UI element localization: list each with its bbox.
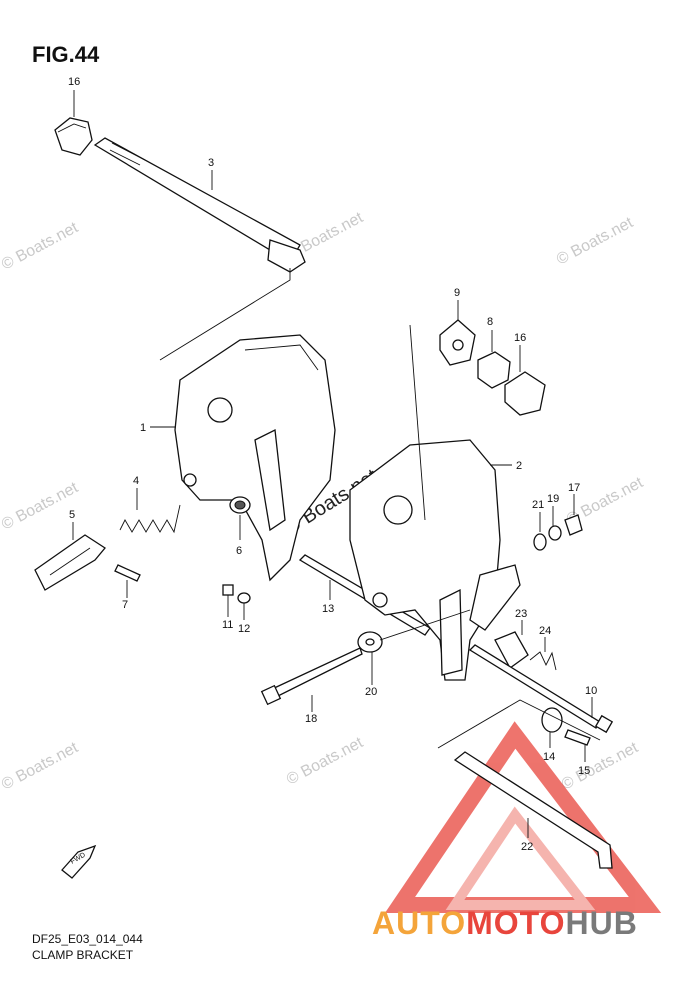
part-5-lever	[34, 522, 106, 591]
fwd-arrow-icon: FWD	[61, 844, 97, 879]
watermark-text: © Boats.net	[0, 479, 81, 534]
part-3-shaft	[93, 137, 306, 361]
part-8-nut	[477, 330, 511, 389]
part-11-12-nut-washer	[222, 584, 251, 620]
part-21-washer	[533, 512, 547, 551]
automotohub-logo-triangle	[384, 721, 662, 913]
watermark-text: © Boats.net	[284, 734, 366, 789]
callout-17: 17	[568, 482, 580, 494]
callout-14: 14	[543, 751, 555, 763]
watermark-text: © Boats.net	[559, 739, 641, 794]
callout-12: 12	[238, 623, 250, 635]
part-17-bushing	[564, 494, 583, 536]
part-7-pin	[114, 564, 141, 598]
part-16-cap	[504, 345, 546, 416]
callout-24: 24	[539, 625, 551, 637]
brand-hub: HUB	[565, 905, 638, 941]
callout-10: 10	[585, 685, 597, 697]
brand-auto: AUTO	[372, 905, 467, 941]
part-18-bolt	[260, 647, 363, 712]
callout-6: 6	[236, 545, 242, 557]
part-20-washer	[357, 609, 471, 685]
callout-16: 16	[68, 76, 80, 88]
part-24-spring	[529, 637, 557, 671]
callout-11: 11	[222, 619, 233, 631]
part-4-spring	[119, 488, 181, 534]
callout-23: 23	[515, 608, 527, 620]
callout-7: 7	[122, 599, 128, 611]
callout-3: 3	[208, 157, 214, 169]
automotohub-logo: AUTOMOTOHUB	[372, 905, 638, 942]
callout-8: 8	[487, 316, 493, 328]
callout-9: 9	[454, 287, 460, 299]
callout-18: 18	[305, 713, 317, 725]
part-6-washer	[229, 496, 251, 540]
part-9-plate	[409, 300, 476, 521]
callout-13: 13	[322, 603, 334, 615]
callouts: 16 3 1 4 5 6 7 11 12 13 9 8 16 2 21 19 1…	[68, 76, 597, 853]
callout-20: 20	[365, 686, 377, 698]
figure-title: FIG.44	[32, 42, 100, 67]
part-23-collar	[494, 620, 529, 669]
diagram-code: DF25_E03_014_044	[32, 932, 143, 946]
callout-16-right: 16	[514, 332, 526, 344]
part-14-collar	[541, 707, 563, 748]
callout-22: 22	[521, 841, 533, 853]
brand-moto: MOTO	[466, 905, 566, 941]
callout-2: 2	[516, 460, 522, 472]
part-15-bolt	[564, 729, 591, 762]
part-10-bolt	[468, 644, 614, 734]
part-22-rod	[437, 699, 613, 869]
part-2-clamp-bracket-right	[349, 439, 521, 681]
part-16-cap-nut	[54, 90, 93, 156]
callout-1: 1	[140, 422, 146, 434]
watermark-text: © Boats.net	[0, 219, 81, 274]
diagram-name: CLAMP BRACKET	[32, 948, 134, 962]
watermark-text: © Boats.net	[554, 214, 636, 269]
callout-21: 21	[532, 499, 544, 511]
callout-19: 19	[547, 493, 559, 505]
callout-4: 4	[133, 475, 139, 487]
callout-5: 5	[69, 509, 75, 521]
callout-15: 15	[578, 765, 590, 777]
part-1-clamp-bracket-left	[150, 334, 336, 582]
watermark-text: © Boats.net	[0, 739, 81, 794]
part-19-washer	[548, 506, 562, 541]
